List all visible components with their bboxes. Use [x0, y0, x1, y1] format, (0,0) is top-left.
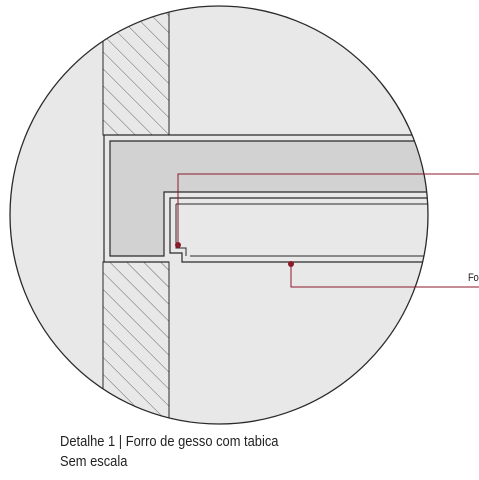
slab-outer-outline [103, 134, 428, 263]
plaster-ceiling-panel [169, 197, 428, 263]
detail-circle-outline [9, 5, 429, 425]
masonry-wall-upper [102, 6, 170, 136]
leader-line-forro [290, 264, 479, 288]
masonry-wall-lower [102, 261, 170, 424]
caption-scale: Sem escala [60, 453, 128, 470]
tabica-profile [175, 204, 187, 256]
leader-dot-tabica [175, 242, 181, 248]
concrete-slab [109, 140, 428, 257]
leader-line-tabica [177, 173, 479, 245]
leader-dot-forro [288, 261, 294, 267]
callout-label-forro: For [468, 272, 479, 284]
detail-circle-background [10, 6, 428, 424]
caption-title: Detalhe 1 | Forro de gesso com tabica [60, 433, 279, 450]
